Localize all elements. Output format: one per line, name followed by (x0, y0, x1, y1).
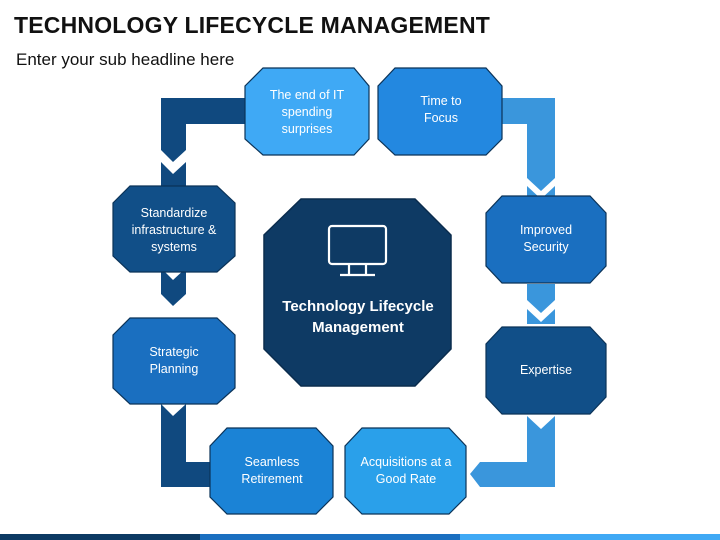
connector-left-mid (161, 268, 186, 306)
center-title: Technology Lifecycle Management (282, 298, 434, 336)
connector-right-mid (527, 284, 555, 313)
node-improved-security (485, 195, 607, 284)
monitor-icon (327, 224, 388, 277)
bottom-bar-segment (0, 534, 200, 540)
node-seamless-retirement (209, 427, 334, 515)
node-end-of-it-spending (244, 67, 370, 156)
connector-left-upper-chevron (161, 162, 186, 186)
node-shapes (112, 67, 607, 515)
node-time-to-focus (377, 67, 503, 156)
connector-left-top (161, 98, 245, 162)
connector-right-bottom (470, 416, 555, 487)
node-acquisitions (344, 427, 467, 515)
bottom-bar-segment (460, 534, 720, 540)
center-octagon (263, 198, 452, 387)
page-subtitle: Enter your sub headline here (16, 50, 235, 69)
node-strategic-planning (112, 317, 236, 405)
node-expertise (485, 326, 607, 415)
connector-right-chevron-2 (527, 309, 555, 324)
bottom-accent-bar (0, 534, 720, 540)
node-standardize (112, 185, 236, 273)
bottom-bar-segment (200, 534, 460, 540)
connector-left-bottom (161, 404, 210, 487)
page-title: TECHNOLOGY LIFECYCLE MANAGEMENT (14, 12, 491, 38)
